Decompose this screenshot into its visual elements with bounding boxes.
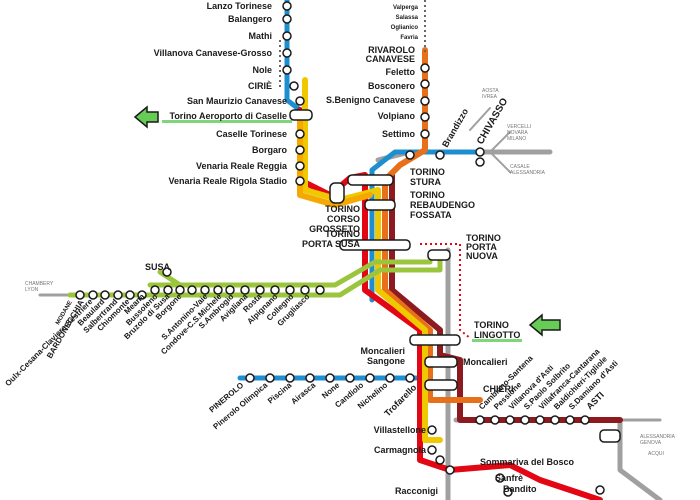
hub-porta-susa: TORINO PORTA SUSA bbox=[302, 229, 361, 249]
arrow-icon-lingotto bbox=[528, 313, 561, 337]
asti-line-dots bbox=[475, 415, 590, 425]
station-label: CANAVESE bbox=[366, 54, 415, 64]
svg-text:NUOVA: NUOVA bbox=[466, 251, 498, 261]
station-label: CIRIÈ bbox=[248, 81, 272, 91]
svg-text:TORINO: TORINO bbox=[325, 204, 360, 214]
labels-southeast: Sommariva del Bosco Sanfrè Bandito bbox=[480, 457, 575, 494]
line-green-a bbox=[67, 252, 443, 298]
svg-text:PORTA SUSA: PORTA SUSA bbox=[302, 239, 361, 249]
svg-text:STURA: STURA bbox=[410, 177, 441, 187]
station-label: Oglianico bbox=[391, 25, 419, 31]
svg-text:Moncalieri: Moncalieri bbox=[463, 357, 508, 367]
labels-top-right: Valperga Salassa Oglianico Favria bbox=[391, 5, 419, 41]
svg-text:Moncalieri: Moncalieri bbox=[360, 346, 405, 356]
svg-text:Racconigi: Racconigi bbox=[395, 486, 438, 496]
svg-text:FOSSATA: FOSSATA bbox=[410, 210, 452, 220]
labels-pinerolo: PINEROLO Pinerolo Olimpica Piscina Airas… bbox=[207, 380, 389, 431]
station-label: RIVAROLO bbox=[368, 45, 415, 55]
station-label: Settimo bbox=[382, 129, 416, 139]
svg-text:Carmagnola: Carmagnola bbox=[374, 445, 427, 455]
station-label: Nole bbox=[252, 65, 272, 75]
labels-north-left: Lanzo Torinese Balangero Mathi Villanova… bbox=[154, 1, 288, 186]
labels-orange: RIVAROLO CANAVESE Feletto Bosconero S.Be… bbox=[326, 45, 416, 139]
station-label: Villanova Canavese-Grosso bbox=[154, 48, 273, 58]
arrow-icon-airport bbox=[133, 105, 159, 129]
station-label: Valperga bbox=[393, 5, 419, 11]
line-grey-vercelli bbox=[489, 131, 511, 153]
airport-highlight bbox=[162, 120, 292, 123]
station-label-brandizzo: Brandizzo bbox=[440, 106, 470, 149]
susa-line-dots bbox=[75, 267, 325, 300]
station-label: Volpiano bbox=[378, 111, 416, 121]
station-label: Caselle Torinese bbox=[216, 129, 287, 139]
svg-text:Bandito: Bandito bbox=[503, 484, 537, 494]
station-label: Feletto bbox=[385, 67, 415, 77]
station-label: Venaria Reale Rigola Stadio bbox=[168, 176, 287, 186]
station-label: San Maurizio Canavese bbox=[187, 96, 287, 106]
hub-stura: TORINO STURA bbox=[410, 167, 445, 187]
line-green-b bbox=[147, 259, 433, 288]
note-acqui: ACQUI bbox=[648, 451, 664, 457]
station-label: Borgaro bbox=[252, 145, 288, 155]
station-label-chivasso: CHIVASSO bbox=[475, 96, 510, 146]
svg-text:Sangone: Sangone bbox=[367, 356, 405, 366]
svg-text:TORINO: TORINO bbox=[474, 320, 509, 330]
svg-text:CHIERI: CHIERI bbox=[483, 384, 514, 394]
station-label: Balangero bbox=[228, 14, 273, 24]
labels-south: Villastellone Carmagnola Racconigi bbox=[374, 425, 438, 496]
station-label-airport: Torino Aeroporto di Caselle bbox=[169, 111, 287, 121]
station-label: Bosconero bbox=[368, 81, 416, 91]
svg-text:Sanfrè: Sanfrè bbox=[495, 473, 523, 483]
labels-susa-line: MODANE BARDONECCHIA Oulx-Cesana-Claviere… bbox=[3, 292, 311, 388]
svg-text:Villastellone: Villastellone bbox=[374, 425, 426, 435]
hub-grosseto: TORINO CORSO GROSSETO bbox=[309, 204, 360, 234]
line-orange2 bbox=[297, 117, 373, 208]
line-grey-casale bbox=[489, 151, 511, 173]
hub-rebaudengo: TORINO REBAUDENGO FOSSATA bbox=[410, 190, 475, 220]
svg-text:TORINO: TORINO bbox=[325, 229, 360, 239]
svg-text:REBAUDENGO: REBAUDENGO bbox=[410, 200, 475, 210]
svg-text:TORINO: TORINO bbox=[410, 167, 445, 177]
svg-text:Oulx-Cesana-Claviere-Sestriere: Oulx-Cesana-Claviere-Sestriere bbox=[3, 297, 94, 388]
station-label-susa: SUSA bbox=[145, 262, 171, 272]
svg-text:GROSSETO: GROSSETO bbox=[309, 224, 360, 234]
station-label: Lanzo Torinese bbox=[207, 1, 272, 11]
hub-porta-nuova: TORINO PORTA NUOVA bbox=[466, 233, 501, 261]
svg-text:PORTA: PORTA bbox=[466, 242, 497, 252]
svg-text:LINGOTTO: LINGOTTO bbox=[474, 330, 520, 340]
line-red bbox=[297, 107, 603, 500]
line-dotted-red bbox=[420, 243, 471, 339]
svg-text:Sommariva del Bosco: Sommariva del Bosco bbox=[480, 457, 575, 467]
svg-text:Piscina: Piscina bbox=[266, 380, 294, 405]
lingotto-highlight bbox=[472, 339, 522, 342]
line-darkred bbox=[389, 172, 623, 423]
pinerolo-line-dots bbox=[245, 373, 415, 383]
hub-boxes bbox=[289, 109, 621, 443]
station-label: Favria bbox=[400, 35, 418, 41]
station-label: Salassa bbox=[396, 15, 419, 21]
svg-text:TORINO: TORINO bbox=[410, 190, 445, 200]
svg-text:CORSO: CORSO bbox=[327, 214, 360, 224]
svg-text:TORINO: TORINO bbox=[466, 233, 501, 243]
station-label: Venaria Reale Reggia bbox=[196, 161, 288, 171]
hub-lingotto: TORINO LINGOTTO bbox=[474, 320, 520, 340]
station-label: S.Benigno Canavese bbox=[326, 95, 415, 105]
svg-text:Airasca: Airasca bbox=[289, 380, 317, 406]
station-dots bbox=[282, 1, 605, 497]
line-grey-aosta bbox=[469, 107, 491, 131]
station-label: Mathi bbox=[249, 31, 273, 41]
